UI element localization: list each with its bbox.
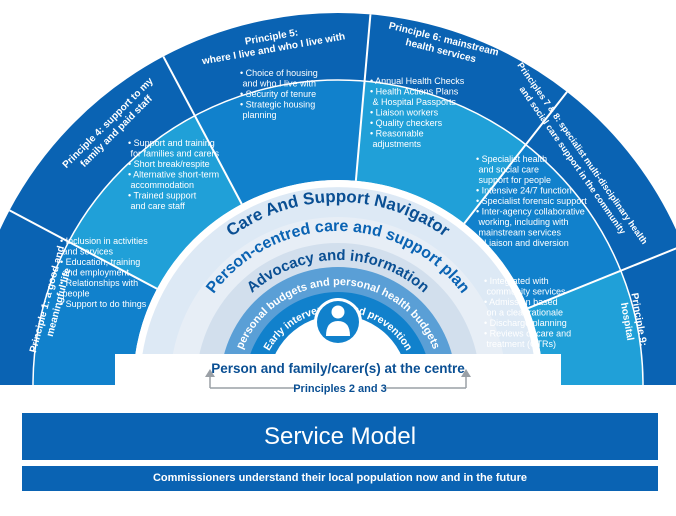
bullet-line: on a clear rationale [484,308,563,318]
principle-4-bullets: • Annual Health Checks• Health Actions P… [370,76,465,149]
bullet-line: & Hospital Passports [370,97,457,107]
bullet-line: • Liaison workers [370,108,439,118]
centre-label-plate [115,354,561,385]
bullet-line: • Specialist forensic support [476,196,587,206]
principle-3-title-band [163,13,371,116]
bullet-line: • Alternative short-term [128,170,219,180]
principles-2-3-arrow [205,369,471,389]
bullet-line: • Choice of housing [240,68,318,78]
principle-1-title-band [0,210,69,385]
bullet-line: • Security of tenure [240,89,316,99]
principle-1-bullets: • Inclusion in activities and services• … [60,236,148,309]
bullet-line: • Quality checkers [370,118,443,128]
service-model-banner: Service Model [22,413,658,460]
commissioners-banner: Commissioners understand their local pop… [22,466,658,491]
bullet-line: • Support and training [128,138,215,148]
bullet-line: • Reasonable [370,129,424,139]
bullet-line: and services [60,247,114,257]
principle-sectors [0,13,676,385]
bullet-line: • Inter-agency collaborative [476,207,585,217]
principle-5-title-band [525,91,676,271]
bullet-line: • Intensive 24/7 function [476,186,572,196]
bullet-line: • Discharge planning [484,318,567,328]
bullet-line: for families and carers [128,149,220,159]
principle-5-bullet-band [464,144,621,309]
bullet-line: • Reviews of care and [484,329,571,339]
bullet-line: and social care [476,165,539,175]
bullet-line: accommodation [128,180,194,190]
bullet-line: people [60,289,90,299]
bullet-line: • Relationships with [60,278,138,288]
bullet-line: community services [484,287,566,297]
bullet-line: and employment [60,268,130,278]
principle-4-title-band [364,14,568,145]
bullet-line: • Education, training [60,257,140,267]
principle-1-bullet-band [33,241,157,385]
bullet-line: • Strategic housing [240,100,315,110]
principle-2-title-band [9,56,195,242]
bullet-line: • Support to do things [60,299,147,309]
principle-2-bullet-band [68,115,242,289]
bullet-line: • Admission based [484,297,558,307]
bullet-line: planning [240,110,277,120]
principle-5-bullets: • Specialist health and social care supp… [476,154,587,248]
principle-2-bullets: • Support and training for families and … [128,138,220,211]
inner-rings [115,180,561,385]
bullet-line: • Trained support [128,191,197,201]
bullet-line: • Inclusion in activities [60,236,148,246]
principle-6-title-band [620,248,676,385]
bullet-line: • Specialist health [476,154,547,164]
principles-2-3-label: Principles 2 and 3 [293,383,387,395]
principles-fan: Principle 1: a good andmeaningful life• … [0,13,676,395]
bullet-line: • Liaison and diversion [476,238,569,248]
bullet-line: • Short break/respite [128,159,210,169]
bullet-line: and who I live with [240,79,316,89]
principle-6-bullets: • Integrated with community services• Ad… [484,276,571,349]
centre-label: Person and family/carer(s) at the centre [211,361,465,376]
bullet-line: • Integrated with [484,276,549,286]
bullet-line: • Health Actions Plans [370,87,459,97]
bullet-line: adjustments [370,139,422,149]
principle-3-bullet-band [194,80,365,204]
bullet-line: • Annual Health Checks [370,76,465,86]
bullet-line: working, including with [476,217,569,227]
principle-4-bullet-band [355,81,526,224]
person-icon [314,298,362,346]
bullet-line: mainstream services [476,228,562,238]
bullet-line: and care staff [128,201,185,211]
bullet-line: support for people [476,175,551,185]
bullet-line: treatment (CTRs) [484,339,556,349]
principle-3-bullets: • Choice of housing and who I live with•… [240,68,318,120]
